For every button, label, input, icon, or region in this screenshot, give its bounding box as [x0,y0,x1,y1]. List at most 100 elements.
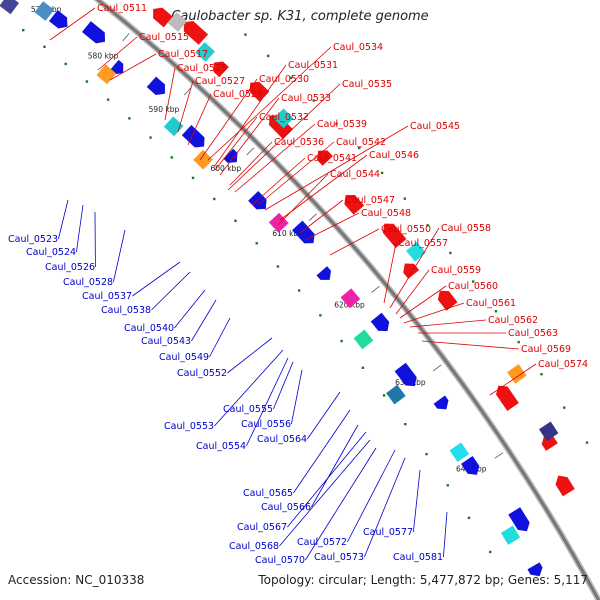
outer-locus-label: Caul_0545 [410,121,460,132]
outer-leader-line [277,173,329,226]
forward-gene-arrow [382,223,407,249]
inner-leader-line [151,271,191,311]
reverse-gene-arrow [223,148,238,163]
inner-locus-label: Caul_0556 [241,419,291,430]
rna-marker-dot [467,516,471,520]
rna-marker-dot [517,340,520,344]
inner-locus-label: Caul_0554 [196,441,246,452]
outer-leader-line [403,302,465,324]
outer-locus-label: Caul_0515 [139,32,189,43]
outer-leader-line [109,53,157,81]
rna-marker-dot [449,251,452,255]
inner-locus-label: Caul_0564 [257,434,307,445]
outer-locus-label: Caul_0534 [333,42,383,53]
inner-locus-label: Caul_0524 [26,247,76,258]
inner-leader-line [174,289,206,329]
inner-leader-line [364,457,406,558]
rna-marker-dot [358,146,361,150]
rna-marker-dot [489,550,492,554]
rna-marker-dot [22,28,25,32]
outer-leader-line [213,64,287,168]
inner-locus-label: Caul_0565 [243,488,293,499]
forward-gene-arrow [317,150,333,166]
inner-locus-label: Caul_0577 [363,527,413,538]
outer-locus-label: Caul_0542 [336,137,386,148]
outer-leader-line [399,285,447,319]
rna-marker-dot [170,156,174,159]
outer-locus-label: Caul_0532 [259,112,309,123]
rna-marker-dot [403,197,407,200]
inner-leader-line [113,229,126,283]
feature-box [500,525,521,545]
outer-locus-label: Caul_0544 [330,169,380,180]
outer-leader-line [257,141,335,206]
tick-label: 600 kbp [211,164,242,173]
rna-marker-dot [425,452,428,456]
outer-locus-label: Caul_0557 [398,238,448,249]
feature-box [353,329,374,350]
rna-marker-dot [404,422,407,426]
reverse-gene-arrow [292,220,315,244]
inner-leader-line [58,199,69,240]
outer-locus-label: Caul_0511 [97,3,147,14]
inner-leader-line [311,424,359,508]
outer-leader-line [279,154,368,221]
rna-marker-dot [106,98,110,101]
outer-leader-line [299,199,344,234]
inner-leader-line [279,439,371,547]
inner-leader-line [443,511,448,558]
rna-marker-dot [319,314,322,317]
reverse-gene-arrow [316,266,332,280]
inner-leader-line [291,369,303,425]
forward-gene-arrow [437,290,458,311]
outer-locus-label: Caul_0536 [274,137,324,148]
rna-marker-dot [312,99,315,102]
outer-locus-label: Caul_0529 [213,89,263,100]
rna-marker-dot [255,242,258,245]
tick-mark [494,452,504,459]
feature-box [193,149,213,170]
outer-leader-line [187,93,212,146]
outer-leader-line [49,7,96,41]
reverse-gene-arrow [248,191,267,210]
inner-locus-label: Caul_0581 [393,552,443,563]
marker-ring-group [22,28,589,554]
outer-leader-line [421,340,520,350]
inner-locus-label: Caul_0566 [261,502,311,513]
outer-locus-label: Caul_0548 [361,208,411,219]
reverse-gene-arrow [81,21,106,44]
rna-marker-dot [276,265,280,268]
rna-marker-dot [266,54,270,58]
reverse-gene-arrow [527,562,543,577]
rna-marker-dot [191,176,195,180]
rna-marker-dot [471,280,475,283]
tick-mark [432,364,442,372]
rna-marker-dot [585,441,589,444]
outer-leader-line [489,363,537,396]
outer-locus-label: Caul_0525 [177,63,227,74]
outer-leader-line [304,212,360,241]
topology-text: Topology: circular; Length: 5,477,872 bp… [258,573,588,587]
forward-gene-arrow [268,115,293,140]
inner-leader-line [287,431,367,528]
outer-leader-line [97,36,138,71]
inner-label-group: Caul_0523Caul_0524Caul_0526Caul_0528Caul… [8,199,448,566]
tick-mark [122,33,130,42]
outer-locus-label: Caul_0531 [288,60,338,71]
forward-gene-arrow [213,61,229,78]
outer-leader-line [234,123,316,193]
outer-locus-label: Caul_0530 [259,74,309,85]
forward-gene-arrow [555,475,575,497]
inner-leader-line [273,361,294,410]
rna-marker-dot [340,339,343,343]
page-title: Caulobacter sp. K31, complete genome [171,9,429,24]
inner-locus-label: Caul_0528 [63,277,113,288]
forward-gene-arrow [344,194,365,215]
inner-locus-label: Caul_0549 [159,352,209,363]
rna-marker-dot [361,366,365,369]
reverse-gene-arrow [433,395,449,410]
inner-locus-label: Caul_0537 [82,291,132,302]
